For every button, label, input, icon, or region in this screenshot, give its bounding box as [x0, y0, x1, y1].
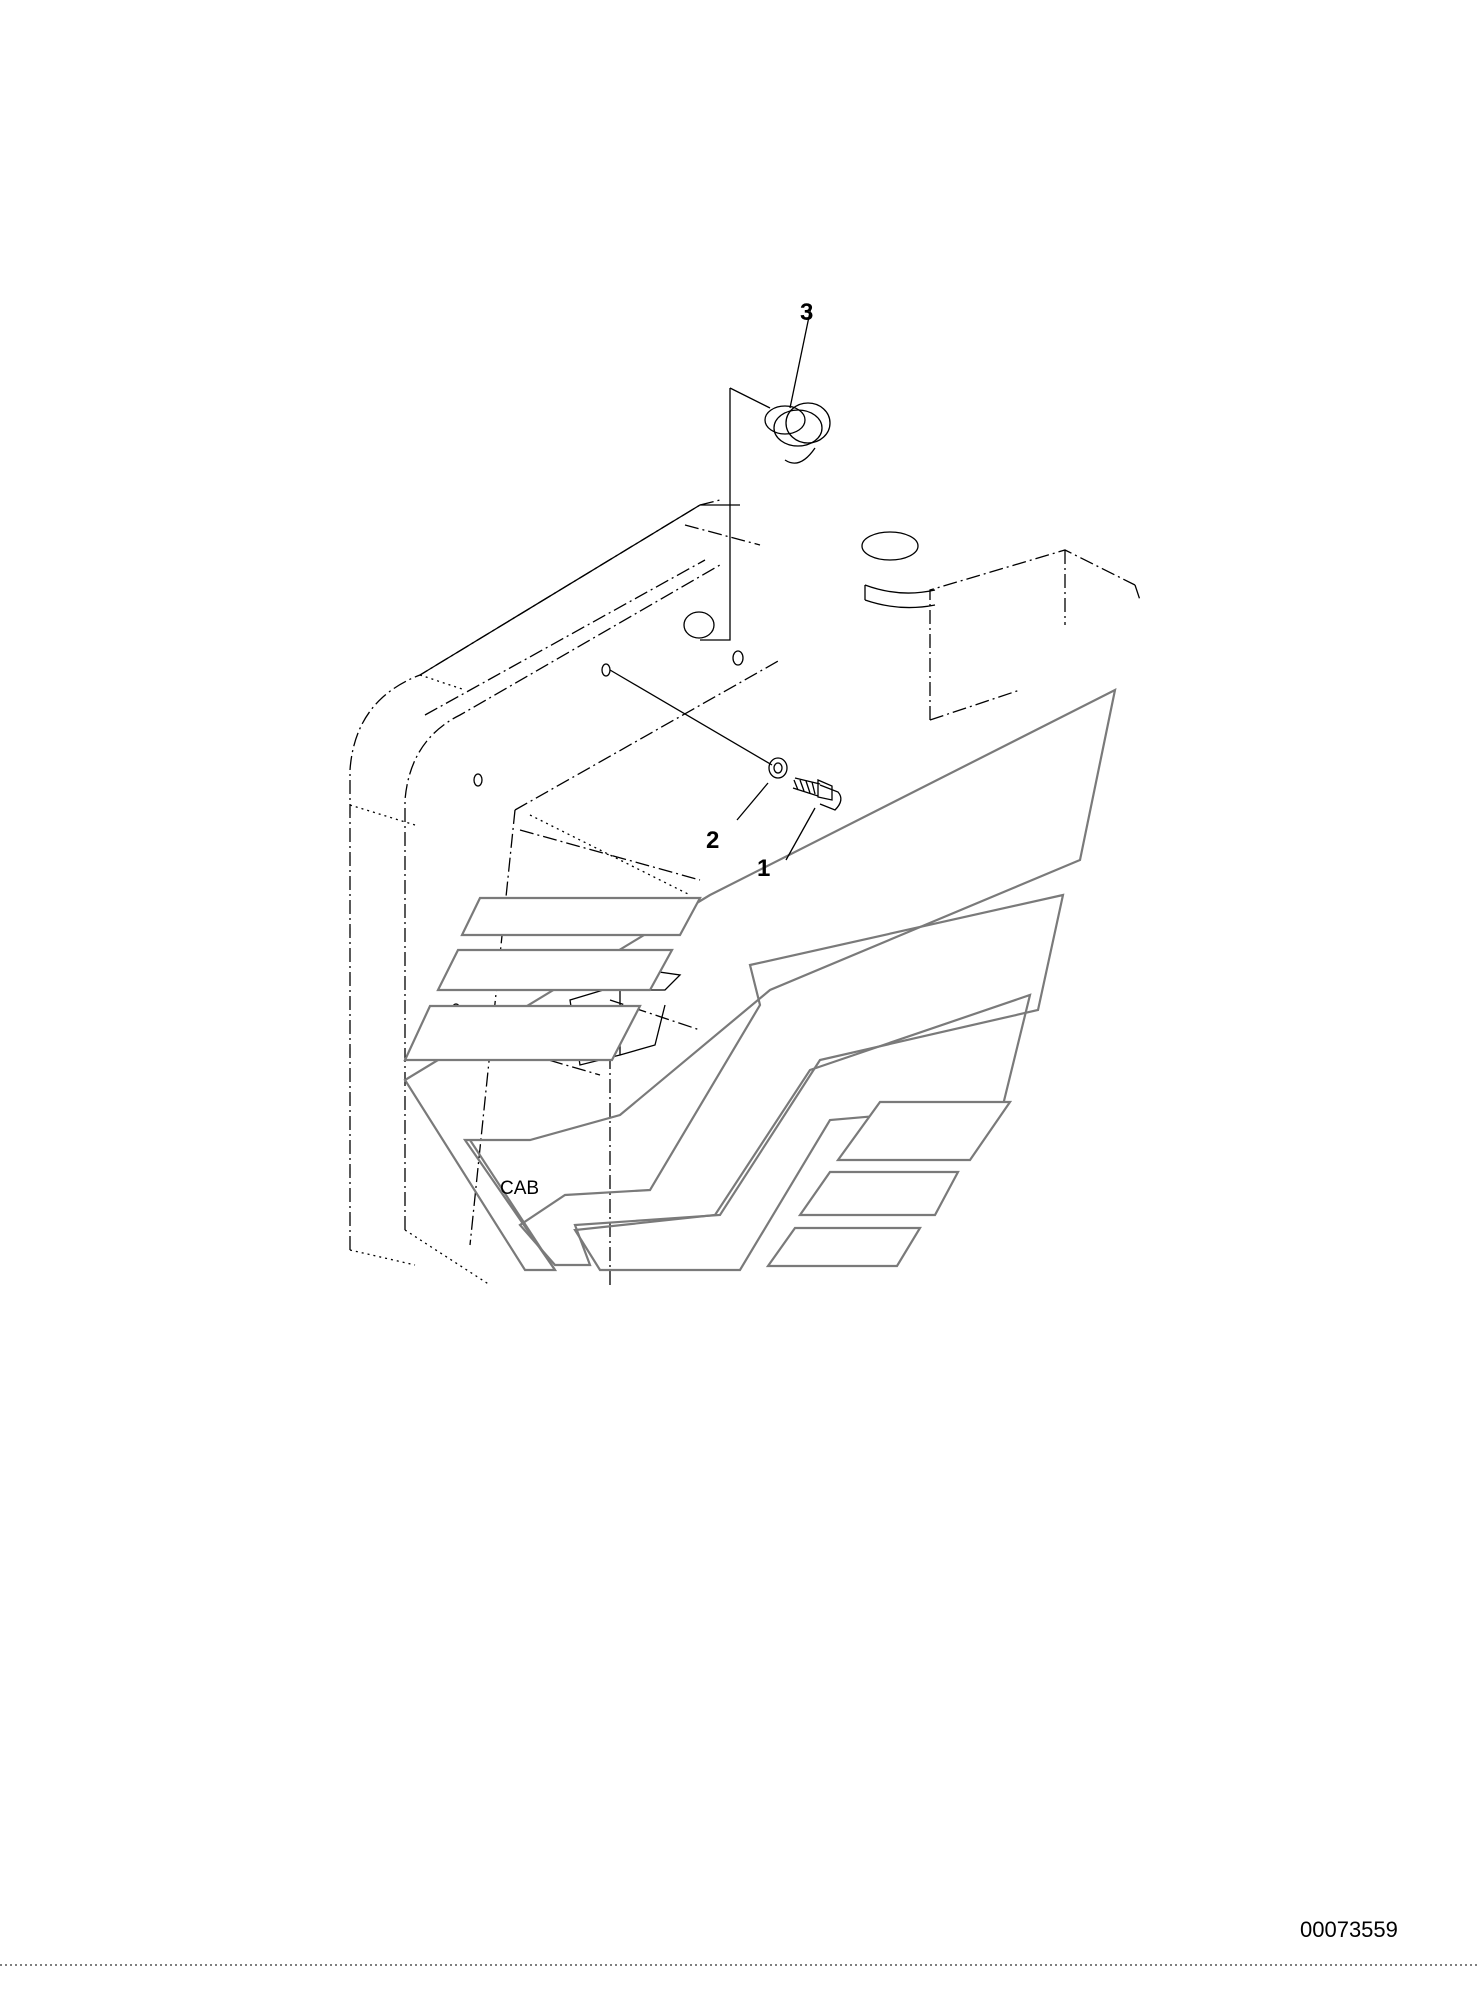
callout-part-2: 2: [706, 827, 719, 854]
cab-label: CAB: [500, 1178, 539, 1199]
washer-part-2: [609, 669, 788, 821]
drawing-number: 00073559: [1300, 1917, 1398, 1942]
callout-part-1: 1: [757, 855, 770, 882]
callout-part-3: 3: [800, 299, 813, 326]
bolt-part-1: [785, 777, 842, 861]
cab-decal-stripes: [403, 687, 1117, 1272]
plug-part-3: [700, 306, 831, 641]
